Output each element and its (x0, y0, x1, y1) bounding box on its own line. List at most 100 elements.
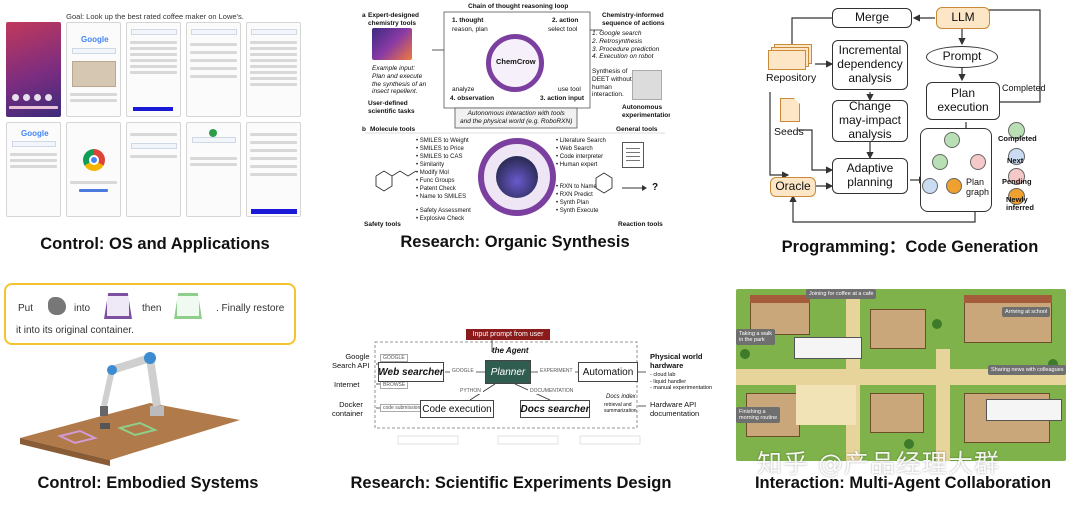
hardware-api-label: Hardware API documentation (650, 400, 700, 418)
chem-action: 2. action (552, 17, 579, 24)
input-prompt-box: Input prompt from user (466, 329, 550, 340)
robot-image (632, 70, 662, 100)
robot-arm-scene (20, 352, 240, 466)
bubble-arriving: Arriving at school (1002, 307, 1051, 317)
docker-label: Docker container (332, 400, 363, 418)
legend-next-label: Next (1007, 156, 1024, 165)
game-map: Joining for coffee at a cafe Arriving at… (736, 289, 1066, 461)
seeds-label: Seeds (774, 126, 804, 138)
internet-label: Internet (334, 380, 360, 389)
plan-graph-label: Plan graph (966, 177, 990, 197)
app-icon (23, 94, 30, 101)
chem-question: ? (652, 182, 659, 193)
change-impact-box: Change may-impact analysis (832, 99, 908, 142)
phone-screen-google: Google (66, 22, 121, 117)
inst-then: then (142, 303, 162, 314)
bubble-walk: Taking a walk in the park (736, 329, 776, 345)
small-google-tag: GOOGLE (380, 354, 408, 362)
google-api-label: Google Search API (332, 352, 370, 370)
prompt-box: Prompt (926, 46, 998, 68)
oracle-box: Oracle (770, 177, 816, 197)
chem-observation: 4. observation (450, 95, 495, 102)
chem-reaction-tools: Reaction tools (618, 221, 663, 228)
panel-code-generation: Merge LLM Repository Incremental depende… (740, 0, 1080, 260)
phone-screen-chrome (66, 122, 121, 217)
chrome-logo-icon (83, 149, 105, 171)
chem-user-tasks: User-defined scientific tasks (368, 100, 415, 115)
chem-example-input: Example input: Plan and execute the synt… (372, 65, 427, 96)
plan-execution-box: Plan execution (926, 82, 1000, 120)
object-blob-icon (48, 297, 66, 315)
inst-into: into (74, 303, 91, 314)
chem-action-input: 3. action input (540, 95, 585, 102)
phone-screen-home (6, 22, 61, 117)
experiment-tag: EXPERIMENT (538, 368, 575, 374)
purple-container-icon (104, 293, 132, 319)
repository-label: Repository (766, 72, 817, 84)
caption-scientific-experiments: Research: Scientific Experiments Design (350, 474, 672, 492)
panel-scientific-experiments: Input prompt from user the Agent Google … (320, 320, 720, 505)
chem-analyze: analyze (452, 86, 475, 93)
bubble-sharing: Sharing news with colleagues (988, 365, 1066, 375)
panel-os-applications: Goal: Look up the best rated coffee make… (0, 0, 310, 260)
legend-new-label: Newly inferred (1006, 195, 1034, 213)
inst-put: Put (18, 303, 34, 314)
node-next (922, 178, 938, 194)
chem-action-sub: select tool (548, 26, 578, 33)
chem-diagram-lines (365, 11, 665, 194)
phone-screen-store (186, 122, 241, 217)
legend-next-dot (1008, 148, 1025, 165)
google-logo-icon: Google (21, 129, 49, 138)
agent-label: the Agent (492, 346, 529, 355)
inst-restore-2: it into its original container. (16, 325, 134, 336)
completed-arrow-label: Completed (1002, 83, 1046, 93)
code-execution-box: Code execution (420, 400, 494, 418)
chem-tools-image (372, 28, 412, 60)
repository-icon (768, 44, 812, 70)
chem-thought-sub: reason, plan (452, 26, 488, 33)
phone-screen-product (246, 122, 301, 217)
chem-synthesis-note: Synthesis of DEET without human interact… (592, 68, 632, 99)
chem-seq-items: 1. Google search 2. Retrosynthesis 3. Pr… (592, 30, 660, 61)
node-completed (932, 154, 948, 170)
os-goal-text: Goal: Look up the best rated coffee make… (66, 12, 244, 21)
physical-world-label: Physical world hardware (650, 352, 703, 370)
google-logo-icon: Google (81, 35, 109, 44)
node-new (946, 178, 962, 194)
chem-use-tool: use tool (558, 86, 581, 93)
chem-reaction-list: • RXN to Name • RXN Predict • Synth Plan… (556, 184, 599, 214)
bubble-cafe-chat (794, 337, 862, 359)
bubble-finishing: Finishing a morning routine (736, 407, 781, 423)
legend-pending-dot (1008, 168, 1025, 185)
code-submission-tag: code submission (380, 404, 424, 412)
zhihu-watermark: 知乎 @产品经理大群 (757, 449, 1000, 478)
chem-general-list: • Literature Search • Web Search • Code … (556, 138, 606, 168)
documentation-tag: DOCUMENTATION (528, 388, 576, 394)
retrieval-label: retrieval and summarization (604, 402, 637, 414)
merge-box: Merge (832, 8, 912, 28)
phone-screen-search (126, 22, 181, 117)
chem-thought: 1. thought (452, 17, 484, 24)
adaptive-planning-box: Adaptive planning (832, 158, 908, 194)
docs-index-label: Docs index (606, 394, 636, 400)
phone-screen-lowes (246, 22, 301, 117)
chem-physical: Autonomous interaction with tools and th… (460, 110, 573, 125)
google-tag: GOOGLE (450, 368, 476, 374)
legend-completed-dot (1008, 122, 1025, 139)
chem-seq-title: Chemistry-informed sequence of actions (602, 12, 665, 27)
app-icon (45, 94, 52, 101)
app-icon (12, 94, 19, 101)
node-completed (944, 132, 960, 148)
instruction-box: Put into then . Finally restore it into … (4, 283, 296, 345)
python-tag: PYTHON (458, 388, 483, 394)
small-browse-tag: BROWSE (380, 381, 409, 389)
bubble-joining: Joining for coffee at a cafe (806, 289, 877, 299)
llm-box: LLM (936, 7, 990, 29)
hardware-list: - cloud lab - liquid handler - manual ex… (650, 372, 713, 392)
flask-crow-image (496, 156, 538, 198)
inst-restore: . Finally restore (216, 303, 285, 314)
phone-screen-results (186, 22, 241, 117)
chemcrow-ring (486, 34, 544, 92)
chem-section-a: a (362, 12, 366, 19)
green-container-icon (174, 293, 202, 319)
